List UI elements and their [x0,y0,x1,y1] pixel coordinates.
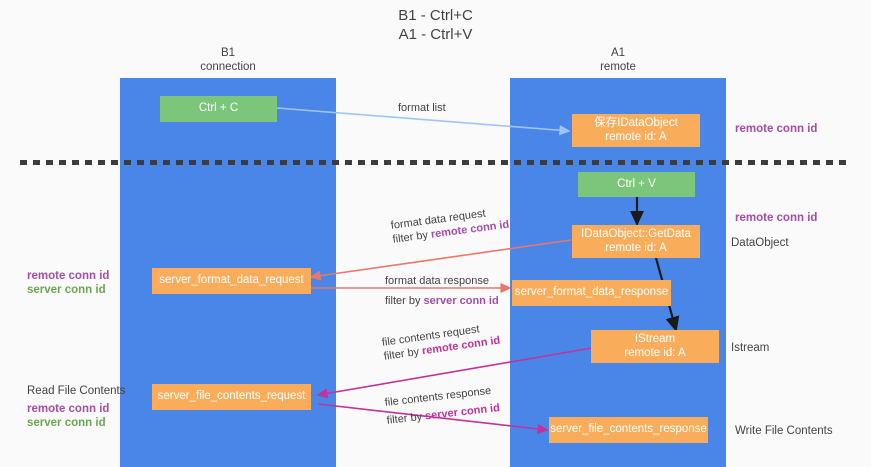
annotation-left-read-file-contents: Read File Contents [27,385,126,397]
node-server-file-contents-response[interactable]: server_file_contents_response [549,417,708,443]
filter-value-server-conn-id: server conn id [424,402,501,423]
filter-value-server-conn-id: server conn id [423,295,499,307]
filter-prefix: filter by [386,410,426,427]
node-ctrl-c[interactable]: Ctrl + C [160,96,277,122]
lane-header-a1: A1 remote [600,47,636,73]
edge-label-format-data-request: format data request filter by remote con… [390,204,510,247]
edge-label-format-data-response: format data response filter by server co… [385,274,499,308]
annotation-right-dataobject: DataObject [731,237,789,249]
edge-label-file-contents-response: file contents response filter by server … [384,383,501,428]
annotation-right-remote-conn-id-mid: remote conn id [735,212,818,224]
annotation-left-remote-conn-id-mid: remote conn id [27,270,110,282]
filter-prefix: filter by [383,345,423,363]
lane-header-b1: B1 connection [200,47,256,73]
node-server-file-contents-request[interactable]: server_file_contents_request [152,384,311,410]
edge-label-format-list: format list [398,101,446,115]
node-ctrl-v[interactable]: Ctrl + V [578,172,695,197]
phase-divider [20,160,851,165]
annotation-left-remote-conn-id-bottom: remote conn id [27,403,110,415]
annotation-right-remote-conn-id-top: remote conn id [735,123,818,135]
filter-prefix: filter by [391,228,432,246]
annotation-left-server-conn-id-mid: server conn id [27,284,106,296]
edge-label-file-contents-request: file contents request filter by remote c… [381,320,501,364]
edge-caption-format-data-response: format data response [385,275,489,287]
annotation-right-istream: Istream [731,342,770,354]
node-istream[interactable]: IStream remote id: A [591,330,719,363]
node-save-idataobject[interactable]: 保存IDataObject remote id: A [572,114,700,147]
edge-caption-format-list: format list [398,102,446,114]
node-idataobject-getdata[interactable]: IDataObject::GetData remote id: A [572,225,700,258]
filter-prefix: filter by [385,295,424,307]
edge-filter-format-data-response: filter by server conn id [385,294,499,308]
annotation-left-server-conn-id-bottom: server conn id [27,417,106,429]
node-server-format-data-response[interactable]: server_format_data_response [512,280,671,306]
diagram-title: B1 - Ctrl+C A1 - Ctrl+V [398,7,473,43]
annotation-right-write-file-contents: Write File Contents [735,425,833,437]
node-server-format-data-request[interactable]: server_format_data_request [152,268,311,294]
